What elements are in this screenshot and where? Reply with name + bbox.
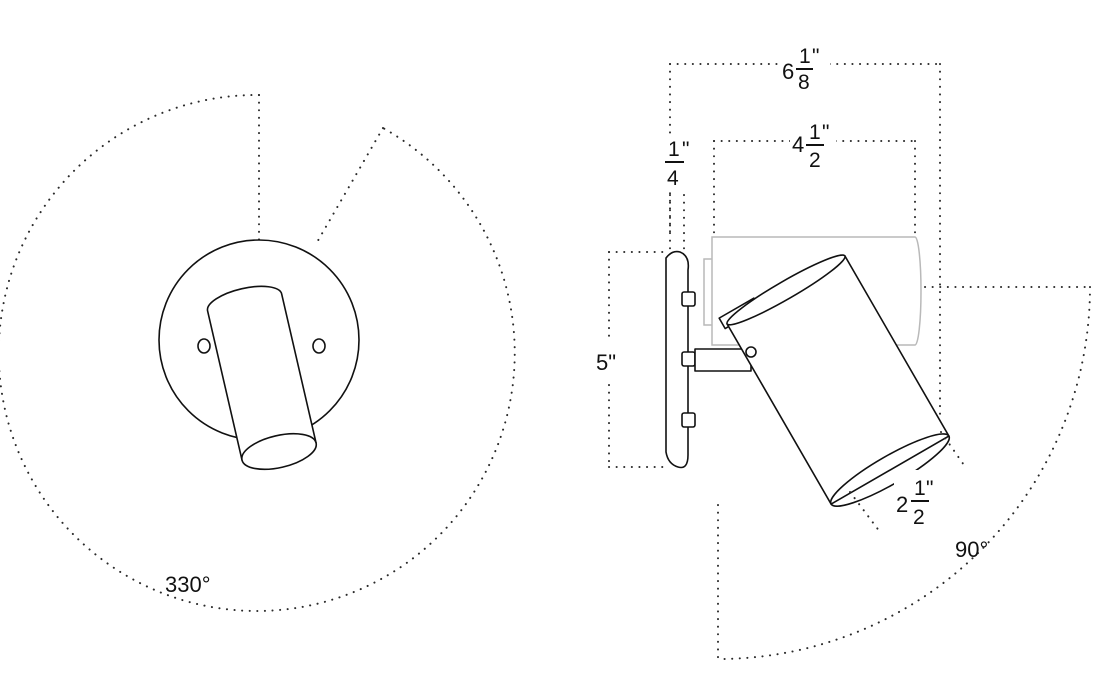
shade-length-label: 4 1 2 ": [790, 121, 836, 172]
plate-knob-top: [681, 291, 696, 307]
plate-thickness-label: 1 4 ": [662, 134, 696, 190]
svg-text:2: 2: [913, 506, 925, 529]
svg-text:4: 4: [667, 167, 679, 190]
svg-text:2: 2: [896, 492, 908, 517]
rotation-range-arc: [0, 93, 516, 612]
front-view: 330°: [0, 93, 516, 612]
rotation-limit-line-right: [315, 127, 384, 245]
svg-text:": ": [812, 45, 819, 68]
overall-depth-label: 6 1 8 ": [780, 44, 830, 94]
shade-diameter-label: 2 1 2 ": [894, 470, 940, 529]
svg-text:2: 2: [809, 149, 821, 172]
shade-front: [206, 285, 318, 471]
shade-diameter-ext-1: [849, 491, 881, 533]
svg-text:1: 1: [799, 45, 811, 68]
plate-screw-left: [197, 338, 211, 354]
svg-text:": ": [822, 121, 829, 144]
svg-text:4: 4: [792, 132, 804, 157]
svg-text:6: 6: [782, 59, 794, 84]
side-view: 6 1 8 " 4 1 2 " 1 4 " 5" 2 1: [596, 44, 1091, 660]
rotation-label: 330°: [165, 572, 211, 597]
svg-text:8: 8: [798, 71, 810, 94]
svg-text:1: 1: [668, 138, 680, 161]
shade-diameter-ext-2: [940, 431, 967, 469]
svg-text:": ": [682, 138, 689, 161]
svg-text:1: 1: [914, 477, 926, 500]
shade-tilted: [718, 254, 951, 507]
tilt-knuckle: [745, 346, 757, 358]
plate-screw-right: [312, 338, 326, 354]
plate-height-label: 5": [596, 350, 616, 375]
plate-knob-mid: [681, 351, 696, 367]
svg-text:1: 1: [809, 121, 821, 144]
tilt-label: 90°: [955, 537, 988, 562]
plate-knob-bottom: [681, 412, 696, 428]
svg-text:": ": [926, 477, 933, 500]
